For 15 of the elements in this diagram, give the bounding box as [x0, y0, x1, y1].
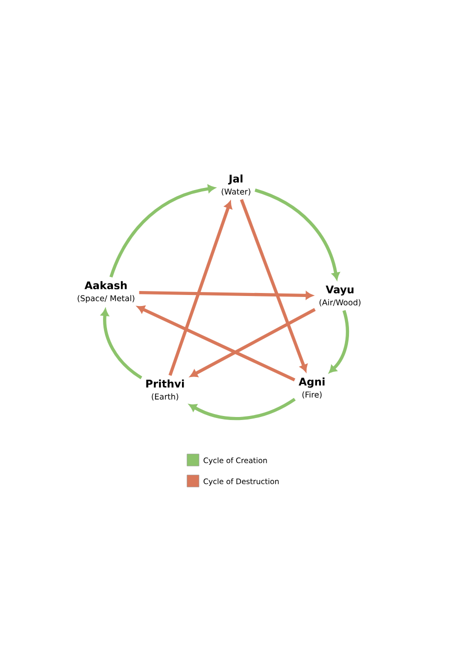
element-label: Prithvi (Earth)	[146, 380, 184, 400]
element-label: Vayu (Air/Wood)	[320, 286, 360, 306]
element-label: Jal (Water)	[222, 174, 250, 196]
arrow	[190, 308, 316, 378]
arrow	[139, 290, 313, 300]
arrow	[329, 310, 350, 373]
arrow	[109, 184, 216, 278]
element-label: Agni (Fire)	[298, 378, 324, 398]
arrow	[168, 201, 232, 376]
arrow	[240, 199, 308, 372]
element-label: Aakash (Space/ Metal)	[78, 281, 134, 303]
arrow	[137, 306, 296, 382]
arrow	[100, 308, 142, 380]
arrow	[254, 188, 340, 280]
arrow	[189, 398, 296, 420]
